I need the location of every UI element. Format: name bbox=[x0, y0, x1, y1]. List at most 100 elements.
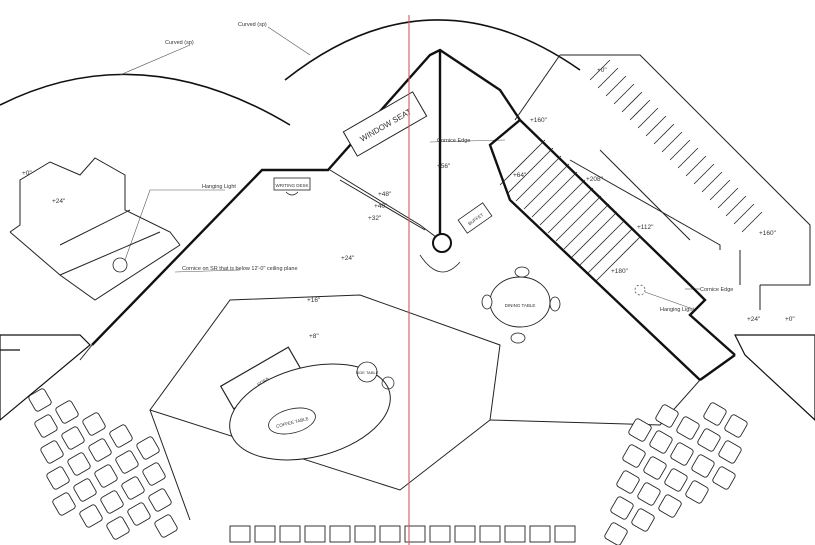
seat bbox=[604, 522, 628, 545]
seat bbox=[148, 488, 172, 512]
seat bbox=[631, 508, 655, 532]
cornice-edge-label-top: Cornice Edge bbox=[437, 138, 470, 144]
seat bbox=[28, 388, 52, 412]
curved-label-left: Curved (sp) bbox=[165, 40, 194, 46]
seat bbox=[40, 440, 64, 464]
stair-treads bbox=[499, 59, 763, 282]
seat bbox=[628, 418, 652, 442]
annotation-labels: Curved (sp) Curved (sp) Cornice Edge Han… bbox=[165, 22, 733, 313]
column bbox=[419, 233, 461, 273]
seat bbox=[429, 525, 451, 543]
elev-plus32: +32" bbox=[368, 215, 382, 222]
seat bbox=[479, 525, 501, 543]
seat bbox=[127, 502, 151, 526]
seat bbox=[279, 525, 301, 543]
seat bbox=[106, 516, 130, 540]
seat bbox=[554, 525, 576, 543]
hanging-light-right bbox=[634, 284, 646, 296]
elev-plus180: +180" bbox=[611, 268, 629, 275]
seat bbox=[61, 426, 85, 450]
seat bbox=[724, 414, 748, 438]
elev-plus8: +8" bbox=[309, 333, 319, 340]
side-table: SIDE TABLE bbox=[356, 361, 395, 390]
elev-zero-left: +0" bbox=[22, 170, 32, 177]
seat bbox=[676, 416, 700, 440]
seat bbox=[649, 430, 673, 454]
elev-plus208: +208" bbox=[586, 176, 604, 183]
elev-plus16: +16" bbox=[307, 297, 321, 304]
seat bbox=[154, 514, 178, 538]
elevation-labels: +0" +0" +24" +160" +56" +48" +40" +32" +… bbox=[22, 67, 795, 340]
side-table-label: SIDE TABLE bbox=[356, 370, 379, 375]
seat bbox=[354, 525, 376, 543]
seat bbox=[691, 454, 715, 478]
dining-table-label: DINING TABLE bbox=[505, 303, 536, 308]
seat bbox=[670, 442, 694, 466]
seat bbox=[94, 464, 118, 488]
elev-zero-right: +0" bbox=[785, 316, 795, 323]
seat bbox=[685, 480, 709, 504]
seat bbox=[329, 525, 351, 543]
seat bbox=[697, 428, 721, 452]
hanging-light-label-right: Hanging Light bbox=[660, 307, 694, 313]
seat bbox=[637, 482, 661, 506]
hanging-light-left bbox=[112, 257, 128, 273]
elev-plus24-center: +24" bbox=[341, 255, 355, 262]
dining-table: DINING TABLE bbox=[481, 266, 561, 344]
leader-lines bbox=[119, 26, 700, 309]
side-walls bbox=[0, 334, 815, 421]
walls bbox=[91, 48, 736, 381]
seat bbox=[643, 456, 667, 480]
seat bbox=[136, 436, 160, 460]
seat bbox=[67, 452, 91, 476]
seat bbox=[712, 466, 736, 490]
buffet: BUFFET bbox=[457, 202, 493, 234]
hanging-light-label-left: Hanging Light bbox=[202, 184, 236, 190]
seat bbox=[718, 440, 742, 464]
curved-walls bbox=[0, 19, 581, 126]
seat bbox=[229, 525, 251, 543]
elev-plus112: +112" bbox=[637, 224, 654, 231]
elev-plus160-right: +160" bbox=[759, 230, 777, 237]
seat bbox=[100, 490, 124, 514]
audience-seating bbox=[28, 388, 748, 545]
seat bbox=[79, 504, 103, 528]
seat bbox=[610, 496, 634, 520]
elev-plus64: +64" bbox=[513, 172, 527, 179]
seat bbox=[658, 494, 682, 518]
elev-plus160-top: +160" bbox=[530, 117, 548, 124]
seat bbox=[703, 402, 727, 426]
elev-zero-top: +0" bbox=[597, 67, 607, 74]
seat bbox=[254, 525, 276, 543]
cornice-edge-label-right: Cornice Edge bbox=[700, 287, 733, 293]
seat bbox=[82, 412, 106, 436]
seat bbox=[622, 444, 646, 468]
elev-plus48: +48" bbox=[378, 191, 392, 198]
writing-desk: WRITING DESK bbox=[273, 177, 311, 196]
seat bbox=[109, 424, 133, 448]
seat bbox=[142, 462, 166, 486]
seat bbox=[73, 478, 97, 502]
writing-desk-label: WRITING DESK bbox=[275, 183, 308, 188]
seat bbox=[34, 414, 58, 438]
seat bbox=[304, 525, 326, 543]
window-seat: WINDOW SEAT bbox=[342, 91, 428, 157]
seat bbox=[404, 525, 426, 543]
seat bbox=[655, 404, 679, 428]
seat bbox=[664, 468, 688, 492]
elev-plus24-left: +24" bbox=[52, 198, 66, 205]
seat bbox=[52, 492, 76, 516]
cornice-note-label: Cornice on SR that is below 12'-0" ceili… bbox=[182, 266, 298, 272]
outlines bbox=[9, 54, 811, 521]
elev-plus24-right: +24" bbox=[747, 316, 761, 323]
seat bbox=[115, 450, 139, 474]
seat bbox=[46, 466, 70, 490]
seat bbox=[504, 525, 526, 543]
seat bbox=[454, 525, 476, 543]
coffee-table: COFFEE TABLE bbox=[229, 363, 391, 461]
elev-plus56: +56" bbox=[437, 163, 451, 170]
seat bbox=[121, 476, 145, 500]
seat bbox=[529, 525, 551, 543]
curved-label-top: Curved (sp) bbox=[238, 22, 267, 28]
